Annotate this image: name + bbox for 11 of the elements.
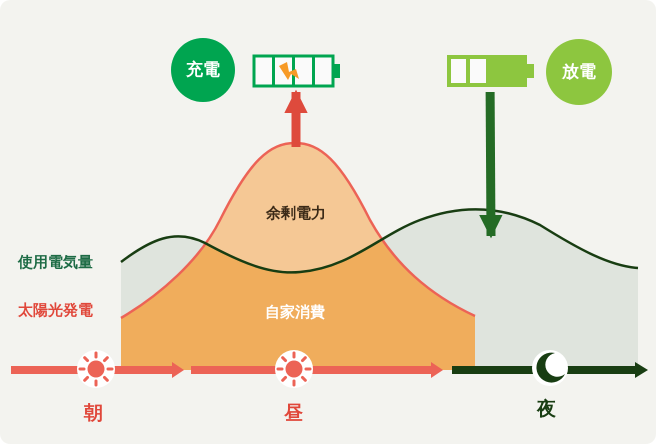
text-label: 昼 bbox=[284, 402, 303, 426]
text-label: 夜 bbox=[537, 398, 556, 422]
node-label: 自家消費 bbox=[265, 303, 325, 323]
text-label: 太陽光発電 bbox=[18, 301, 93, 321]
arrow bbox=[284, 90, 308, 147]
text-label: 朝 bbox=[84, 402, 103, 426]
text-label: 使用電気量 bbox=[18, 253, 93, 273]
node-label: 放電 bbox=[562, 61, 596, 84]
node-label: 充電 bbox=[186, 59, 220, 82]
arrow bbox=[479, 92, 503, 238]
node-label: 余剰電力 bbox=[266, 204, 326, 224]
